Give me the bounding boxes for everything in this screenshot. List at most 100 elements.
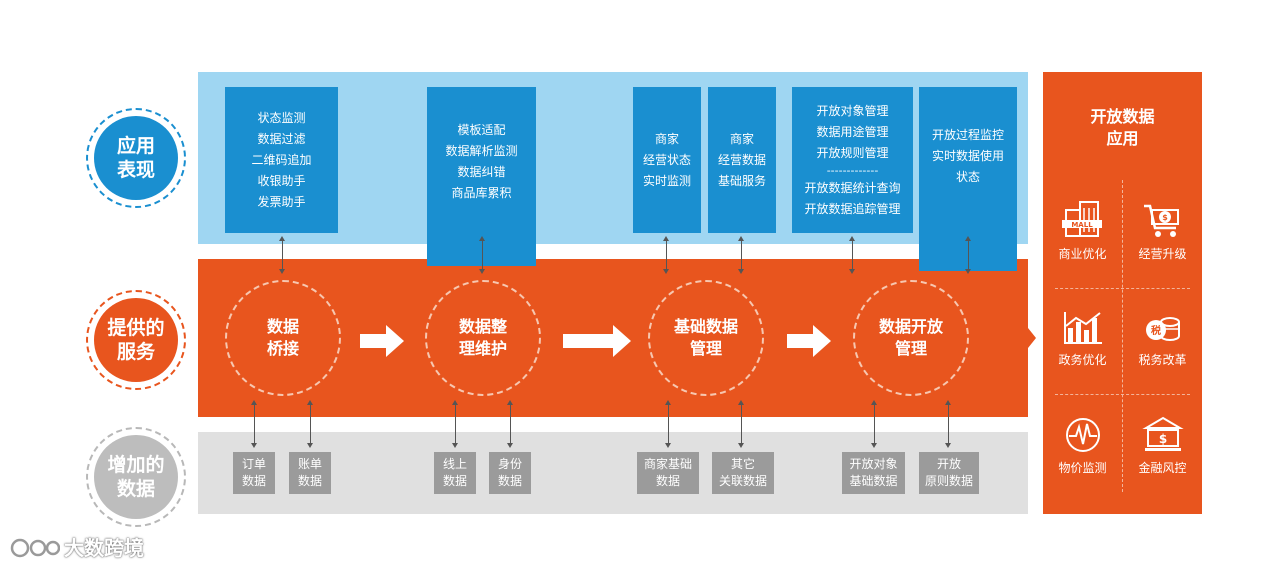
service-data-connector [741,404,742,444]
service-data-connector [668,404,669,444]
panel-divider [1122,180,1123,492]
app-service-connector-arrowhead [849,236,855,241]
right-panel-title: 开放数据 应用 [1090,107,1155,148]
pulse-circle-icon [1065,418,1100,452]
item-label: 物价监测 [1058,461,1107,475]
service-data-connector-arrowhead [251,443,257,448]
service-data-connector-arrowhead [871,443,877,448]
app-box-3: 商家 经营状态 实时监测 [633,87,701,233]
shopping-cart-coin-icon: $ [1143,204,1179,237]
bar-chart-icon [1063,312,1102,344]
open-data-item: $ 金融风控 [1123,416,1202,476]
app-box-line: 模板适配 [457,123,506,137]
app-box-line: 发票助手 [257,194,306,209]
app-box-line: 商品库累积 [451,186,512,200]
app-box-1: 状态监测 数据过滤 二维码追加 收银助手 发票助手 [225,87,338,233]
service-data-connector [510,404,511,444]
service-data-connector [948,404,949,444]
service-data-connector [310,404,311,444]
app-box-line: 状态监测 [257,110,306,125]
service-data-connector-arrowhead [665,443,671,448]
open-data-application-panel: 开放数据 应用 MALL 商业优化 $ 经营升级 [1043,72,1202,514]
svg-text:MALL: MALL [1071,221,1093,229]
app-service-connector [741,240,742,270]
app-box-5: 开放对象管理 数据用途管理 开放规则管理 ------------- 开放数据统… [792,87,913,233]
watermark-logo: 大数跨境 [10,532,144,561]
app-box-line: 状态 [955,170,980,184]
svg-text:税: 税 [1151,324,1161,337]
open-data-item: 税 税务改革 [1123,310,1202,368]
app-box-line: 开放过程监控 [931,128,1004,142]
watermark-icon [10,538,60,557]
service-data-connector-arrowhead [452,443,458,448]
app-service-connector-arrowhead [738,236,744,241]
open-data-item: MALL 商业优化 [1043,200,1122,262]
service-data-connector [874,404,875,444]
app-service-connector-arrowhead [738,269,744,274]
data-box-4: 身份 数据 [489,452,531,494]
app-service-connector-arrowhead [663,236,669,241]
service-data-connector-arrowhead [307,443,313,448]
app-service-connector-arrowhead [965,269,971,274]
app-service-connector [282,240,283,270]
service-data-connector-arrowhead [507,443,513,448]
service-data-connector-arrowhead [452,400,458,405]
app-box-4: 商家 经营数据 基础服务 [708,87,776,233]
app-service-connector-arrowhead [965,236,971,241]
app-box-line: 数据过滤 [257,131,306,146]
service-data-connector-arrowhead [945,443,951,448]
app-service-connector [852,240,853,270]
watermark-text: 大数跨境 [64,536,144,560]
data-box-8: 开放 原则数据 [919,452,979,494]
data-box-1: 订单 数据 [233,452,275,494]
data-box-7: 开放对象 基础数据 [842,452,905,494]
app-service-connector-arrowhead [479,236,485,241]
service-data-connector-arrowhead [665,400,671,405]
item-label: 经营升级 [1138,247,1187,261]
app-box-line: 商家 [729,131,754,146]
mall-building-icon: MALL [1061,201,1102,237]
data-box-5: 商家基础 数据 [637,452,699,494]
row-label-data: 增加的 数据 [86,427,186,527]
app-box-line: 数据解析监测 [445,144,518,158]
service-circle-1: 数据 桥接 [225,280,341,396]
open-data-item: 物价监测 [1043,416,1122,476]
service-data-connector [254,404,255,444]
app-service-connector-arrowhead [479,269,485,274]
tax-coins-icon: 税 [1145,317,1180,341]
data-box-6: 其它 关联数据 [712,452,774,494]
app-box-line: 收银助手 [257,173,306,188]
app-box-line: 实时数据使用 [931,149,1004,163]
service-data-connector-arrowhead [307,400,313,405]
app-box-line: 经营数据 [717,152,766,167]
service-data-connector-arrowhead [945,400,951,405]
service-data-connector-arrowhead [507,400,513,405]
app-box-line: 开放对象管理 [816,103,889,118]
flow-arrow-3 [787,325,831,357]
app-box-2: 模板适配 数据解析监测 数据纠错 商品库累积 [427,87,536,266]
item-label: 商业优化 [1058,247,1107,261]
app-box-line: 经营状态 [642,152,691,167]
app-box-line: 开放规则管理 [816,145,889,160]
app-box-line: 实时监测 [642,173,691,188]
service-data-connector [455,404,456,444]
item-label: 金融风控 [1138,461,1187,475]
open-data-item: 政务优化 [1043,310,1122,368]
app-box-line: 开放数据追踪管理 [804,201,901,216]
row-label-service: 提供的 服务 [86,290,186,390]
service-circle-3: 基础数据 管理 [648,280,764,396]
service-data-connector-arrowhead [738,443,744,448]
app-service-connector [482,240,483,270]
app-service-connector-arrowhead [663,269,669,274]
data-box-3: 线上 数据 [434,452,476,494]
item-label: 税务改革 [1138,353,1187,367]
app-box-line: 商家 [654,131,679,146]
row-label-application: 应用 表现 [86,108,186,208]
flow-arrow-1 [360,325,404,357]
app-box-line: 数据纠错 [457,165,506,179]
svg-text:$: $ [1162,213,1168,222]
app-service-connector [968,240,969,270]
app-box-line: 数据用途管理 [816,124,889,139]
app-box-line: 基础服务 [717,173,766,188]
app-service-connector-arrowhead [279,269,285,274]
